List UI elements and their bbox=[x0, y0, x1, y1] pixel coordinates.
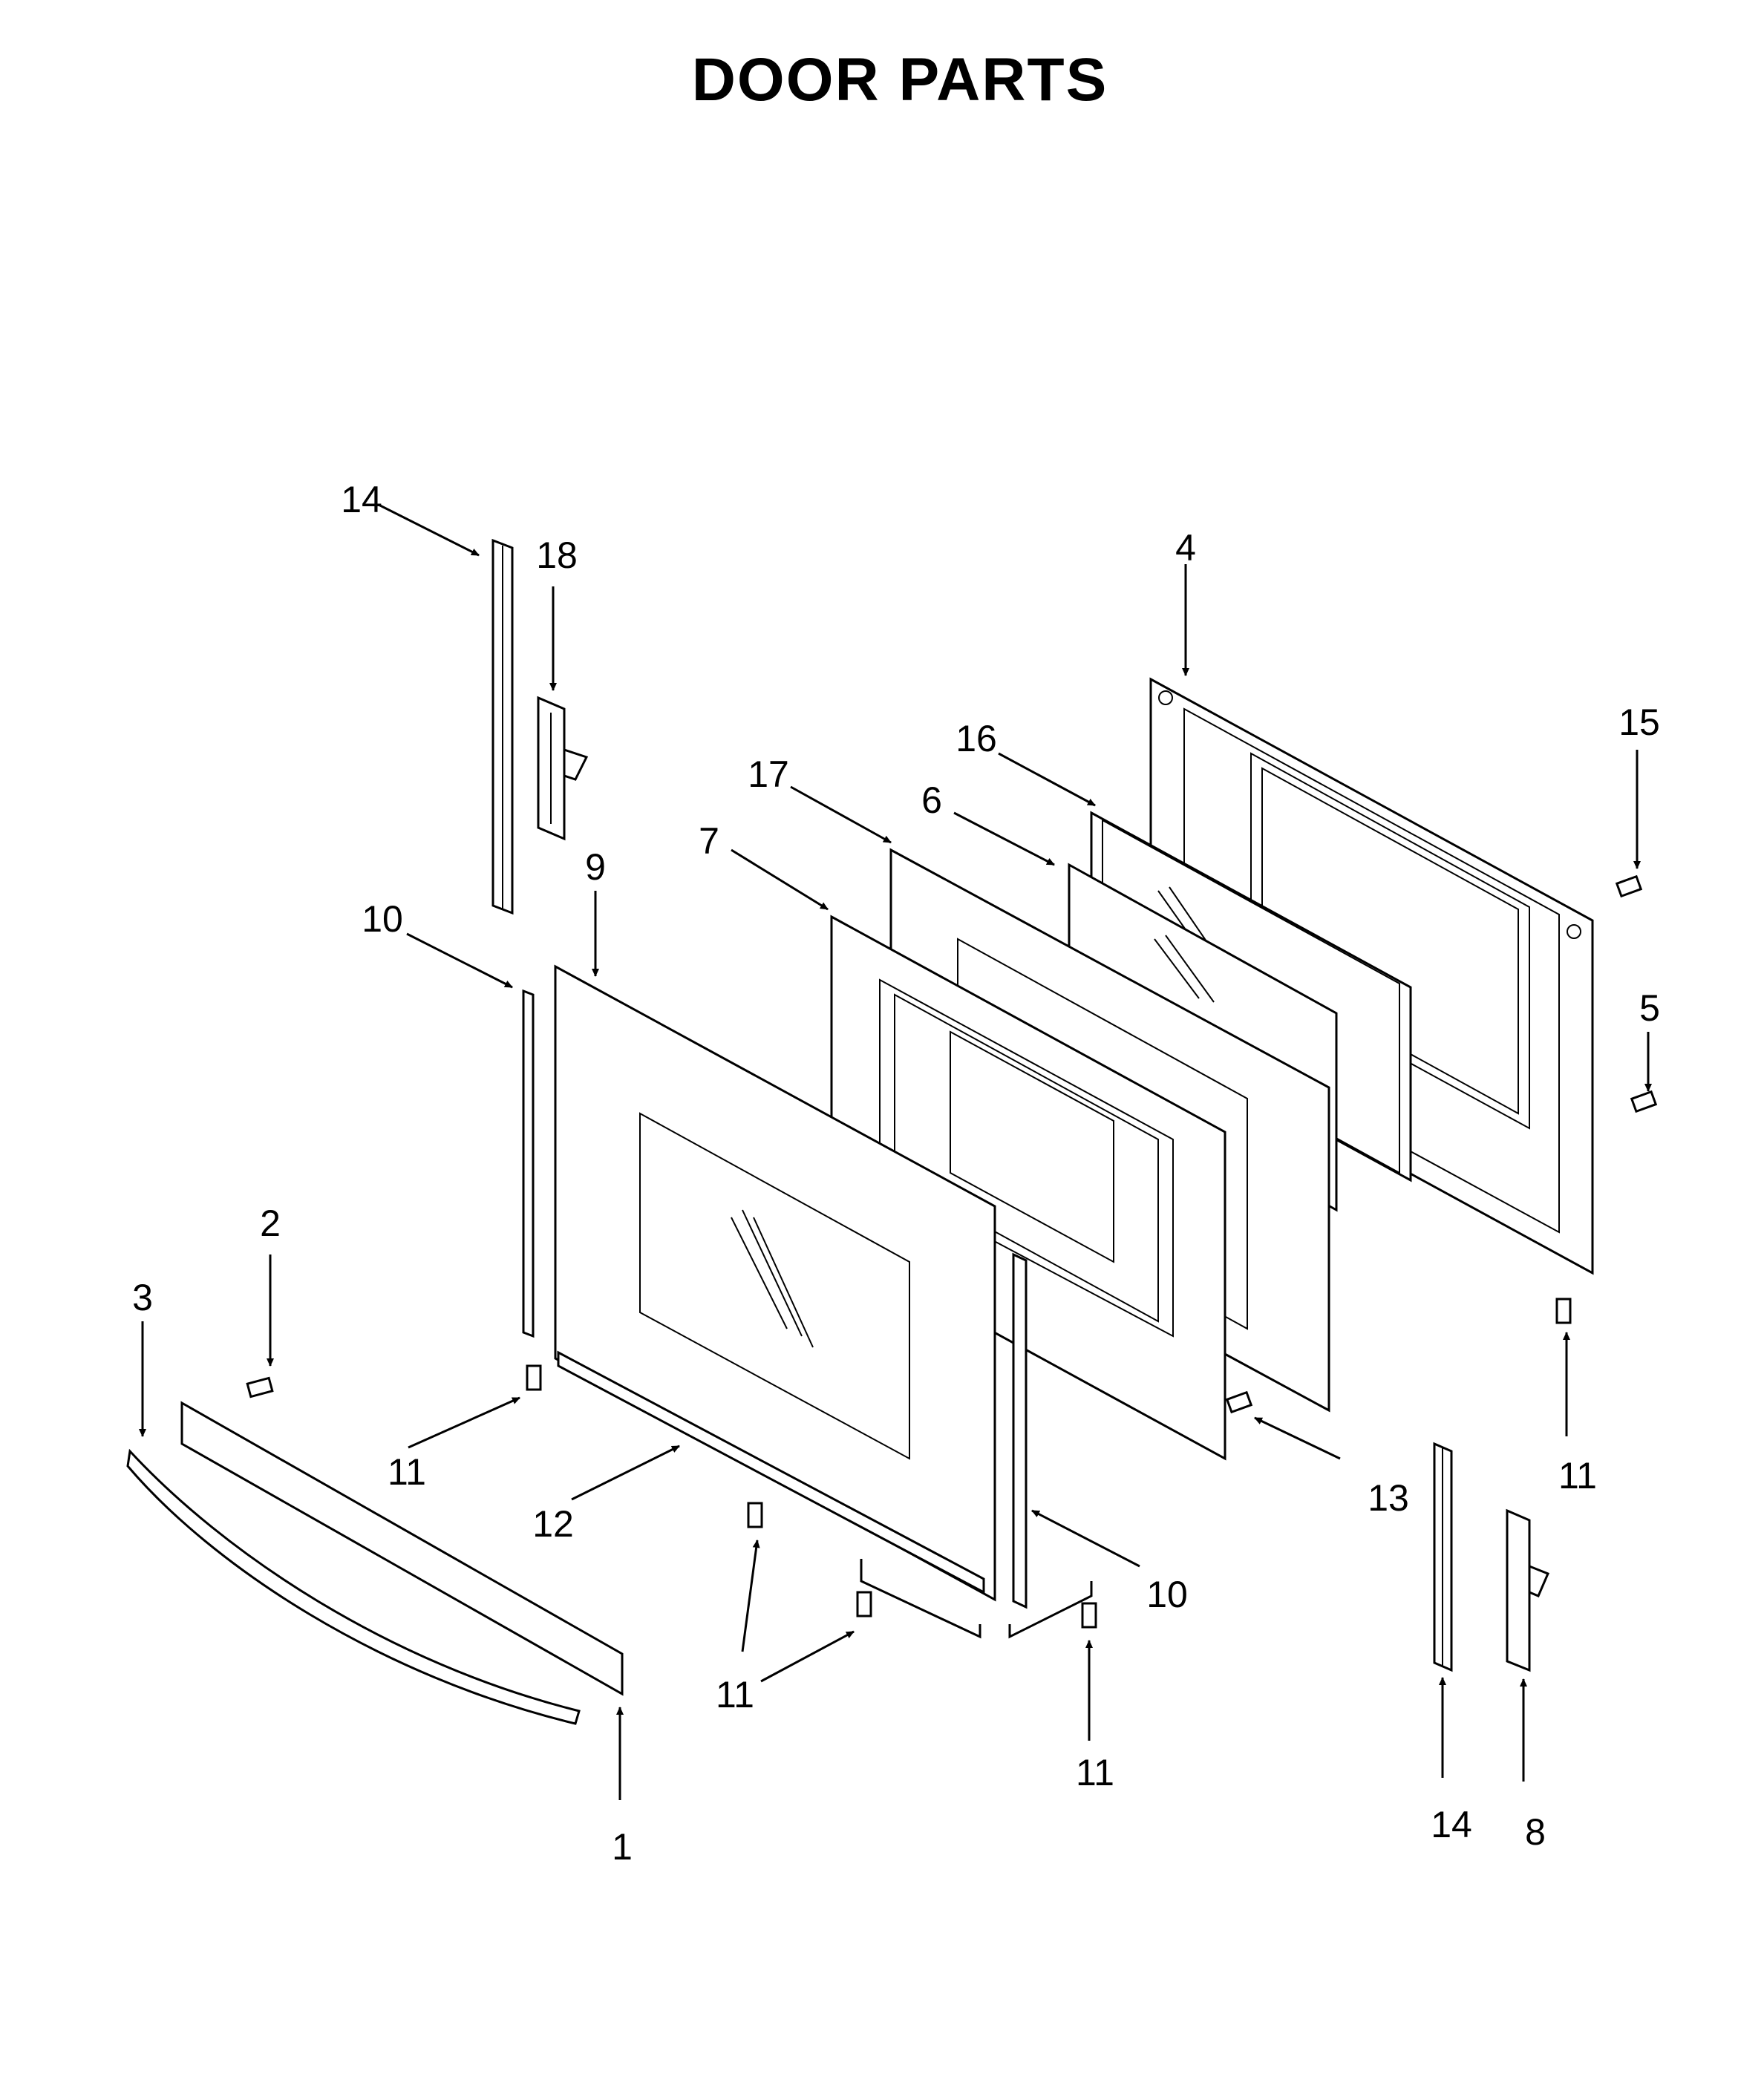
callout-11-b: 11 bbox=[716, 1674, 754, 1715]
leader-10-left bbox=[406, 932, 513, 989]
callout-17: 17 bbox=[748, 753, 789, 795]
callout-7: 7 bbox=[699, 820, 719, 862]
screw-11-c bbox=[856, 1591, 872, 1617]
callout-12: 12 bbox=[532, 1503, 574, 1545]
bottom-trim bbox=[557, 1350, 985, 1594]
callout-11-a: 11 bbox=[388, 1451, 426, 1493]
callout-1: 1 bbox=[612, 1826, 633, 1868]
screw-11-right bbox=[1555, 1298, 1572, 1324]
callout-8: 8 bbox=[1525, 1811, 1546, 1853]
leader-11-b bbox=[741, 1540, 760, 1652]
callout-6: 6 bbox=[921, 779, 942, 821]
callout-14-bottom: 14 bbox=[1431, 1804, 1472, 1845]
side-trim-right bbox=[1012, 1252, 1028, 1609]
leader-12 bbox=[571, 1445, 680, 1501]
door-outer-glass-panel bbox=[554, 964, 996, 1602]
door-hinge-right bbox=[1506, 1508, 1549, 1672]
diagram-title: DOOR PARTS bbox=[692, 46, 1108, 114]
leader-11-a bbox=[408, 1396, 520, 1449]
leader-6 bbox=[953, 811, 1055, 866]
hinge-receiver-left bbox=[491, 538, 514, 915]
door-handle-trim bbox=[126, 1401, 624, 1725]
bracket-11-c bbox=[1008, 1581, 1093, 1639]
callout-3: 3 bbox=[132, 1277, 153, 1318]
callout-13: 13 bbox=[1368, 1477, 1409, 1519]
callout-14-top: 14 bbox=[341, 479, 382, 520]
callout-5: 5 bbox=[1639, 987, 1660, 1029]
leader-13 bbox=[1254, 1416, 1341, 1460]
callout-11-c: 11 bbox=[1076, 1752, 1114, 1793]
bracket-11-b bbox=[860, 1559, 981, 1639]
callout-10-left: 10 bbox=[362, 898, 403, 940]
callout-11-right: 11 bbox=[1558, 1455, 1597, 1496]
callout-2: 2 bbox=[260, 1203, 281, 1244]
door-hinge-left bbox=[537, 696, 589, 841]
screw-11-d bbox=[1081, 1602, 1097, 1629]
screw-11-a bbox=[526, 1364, 542, 1391]
callout-9: 9 bbox=[585, 846, 606, 888]
callout-4: 4 bbox=[1175, 527, 1196, 569]
screw-11-b bbox=[747, 1502, 763, 1528]
side-trim-left bbox=[522, 989, 535, 1338]
leader-16 bbox=[998, 752, 1096, 807]
callout-18: 18 bbox=[536, 534, 578, 576]
hinge-receiver-right bbox=[1433, 1442, 1453, 1672]
leader-14-top bbox=[378, 503, 480, 557]
leader-11-c bbox=[760, 1630, 855, 1683]
screw-2 bbox=[246, 1376, 274, 1399]
leader-7 bbox=[731, 848, 829, 911]
callout-10-right: 10 bbox=[1146, 1574, 1188, 1615]
leader-17 bbox=[790, 785, 892, 844]
callout-15: 15 bbox=[1618, 701, 1660, 743]
screw-5 bbox=[1630, 1090, 1658, 1113]
leader-10-right bbox=[1031, 1509, 1140, 1568]
screw-13 bbox=[1225, 1390, 1253, 1414]
screw-15 bbox=[1615, 874, 1643, 898]
callout-16: 16 bbox=[956, 718, 997, 759]
